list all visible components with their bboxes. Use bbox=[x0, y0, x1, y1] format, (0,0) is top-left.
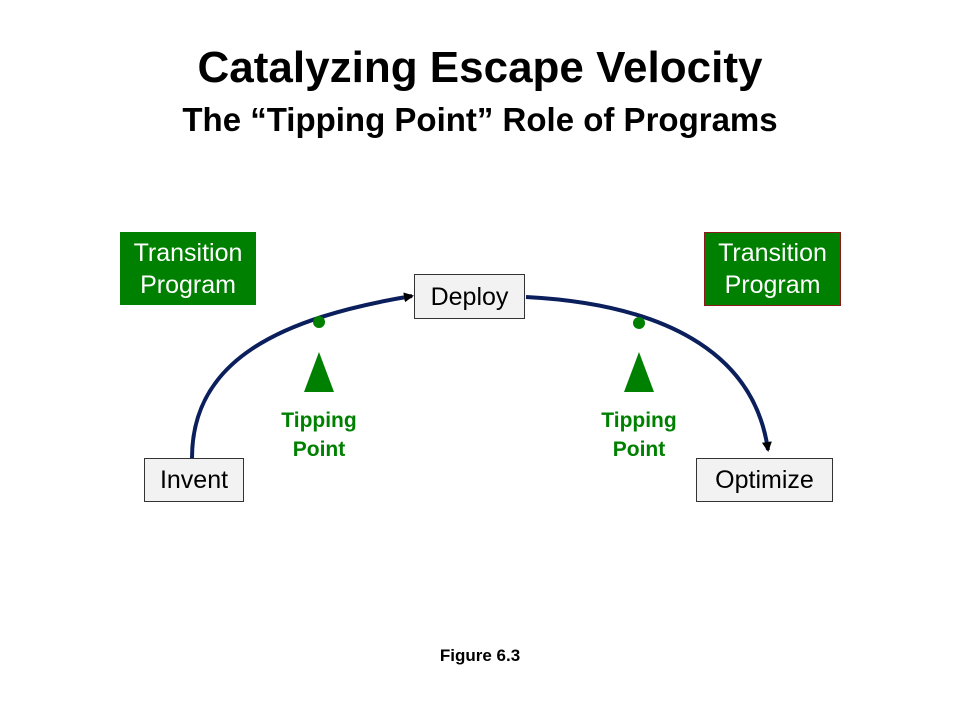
page-title: Catalyzing Escape Velocity bbox=[197, 43, 763, 92]
tipping-point-label-left-line2: Point bbox=[292, 438, 346, 461]
transition-program-left: Transition Program bbox=[120, 232, 256, 305]
figure-caption: Figure 6.3 bbox=[439, 646, 521, 665]
transition-program-left-line2: Program bbox=[140, 270, 236, 299]
tipping-point-label-right-line1: Tipping bbox=[601, 409, 677, 432]
tipping-point-triangle-right bbox=[624, 352, 654, 392]
tipping-point-dot-left bbox=[313, 316, 325, 328]
transition-program-right-line1: Transition bbox=[718, 239, 827, 267]
tipping-point-label-left-line1: Tipping bbox=[281, 409, 357, 432]
transition-program-right-line2: Program bbox=[724, 271, 821, 299]
tipping-point-label-right: Tipping Point bbox=[579, 406, 699, 464]
tipping-point-label-right-line2: Point bbox=[612, 438, 666, 461]
transition-program-left-line1: Transition bbox=[133, 238, 243, 267]
stage-deploy: Deploy bbox=[414, 274, 525, 319]
stage-optimize: Optimize bbox=[696, 458, 833, 502]
tipping-point-dot-right bbox=[633, 317, 645, 329]
arc-invent-to-deploy bbox=[190, 292, 414, 459]
tipping-point-label-left: Tipping Point bbox=[259, 406, 379, 464]
arc-deploy-to-optimize bbox=[525, 295, 772, 452]
transition-program-right: Transition Program bbox=[704, 232, 841, 306]
page-subtitle: The “Tipping Point” Role of Programs bbox=[182, 101, 778, 138]
tipping-point-triangle-left bbox=[304, 352, 334, 392]
stage-invent: Invent bbox=[144, 458, 244, 502]
